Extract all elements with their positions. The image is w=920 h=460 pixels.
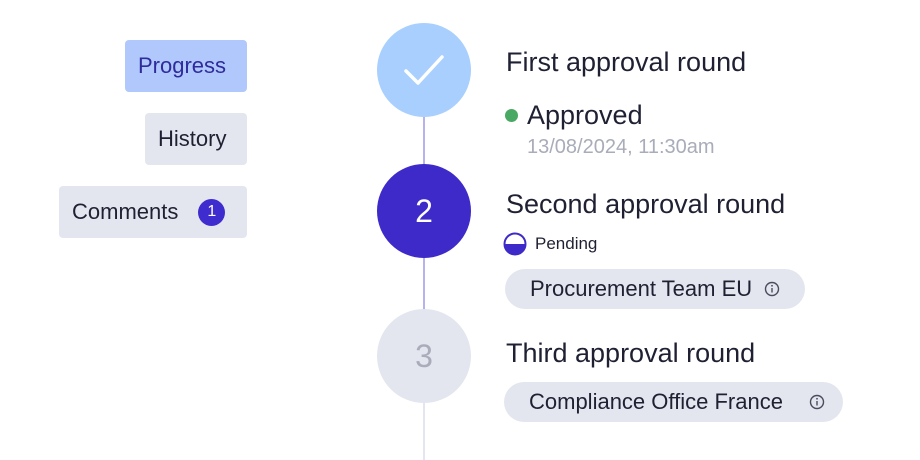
step-2-number: 2 xyxy=(415,192,433,229)
round-1-timestamp: 13/08/2024, 11:30am xyxy=(527,136,715,158)
round-1-status-label: Approved xyxy=(527,100,643,130)
round-1-status: Approved xyxy=(505,100,643,131)
round-2-status: Pending xyxy=(503,232,597,256)
tab-progress-label: Progress xyxy=(138,53,227,78)
check-icon xyxy=(404,55,444,85)
info-icon[interactable] xyxy=(764,281,780,297)
step-3-number: 3 xyxy=(415,337,433,374)
round-3-title: Third approval round xyxy=(506,338,756,368)
timeline-connector-3 xyxy=(423,402,425,460)
info-icon[interactable] xyxy=(809,394,825,410)
assignee-chip-compliance[interactable]: Compliance Office France xyxy=(504,382,843,422)
tab-history[interactable]: History xyxy=(145,113,247,165)
tab-comments-label: Comments xyxy=(72,199,179,224)
comments-count-badge: 1 xyxy=(198,198,226,226)
assignee-chip-label: Procurement Team EU xyxy=(530,276,753,301)
tab-comments[interactable]: Comments 1 xyxy=(59,186,247,238)
step-1-completed xyxy=(377,23,471,117)
round-2-title: Second approval round xyxy=(506,189,786,219)
assignee-chip-label: Compliance Office France xyxy=(529,389,783,414)
round-1-title: First approval round xyxy=(506,47,747,77)
step-3-upcoming: 3 xyxy=(377,309,471,403)
tab-history-label: History xyxy=(158,126,227,151)
timeline-connector-2 xyxy=(423,258,425,310)
timeline-connector-1 xyxy=(423,117,425,165)
approved-status-dot xyxy=(505,109,518,122)
step-2-current: 2 xyxy=(377,164,471,258)
tab-progress[interactable]: Progress xyxy=(125,40,247,92)
assignee-chip-procurement[interactable]: Procurement Team EU xyxy=(505,269,806,309)
round-2-status-label: Pending xyxy=(535,234,598,253)
half-filled-circle-icon xyxy=(503,232,527,256)
